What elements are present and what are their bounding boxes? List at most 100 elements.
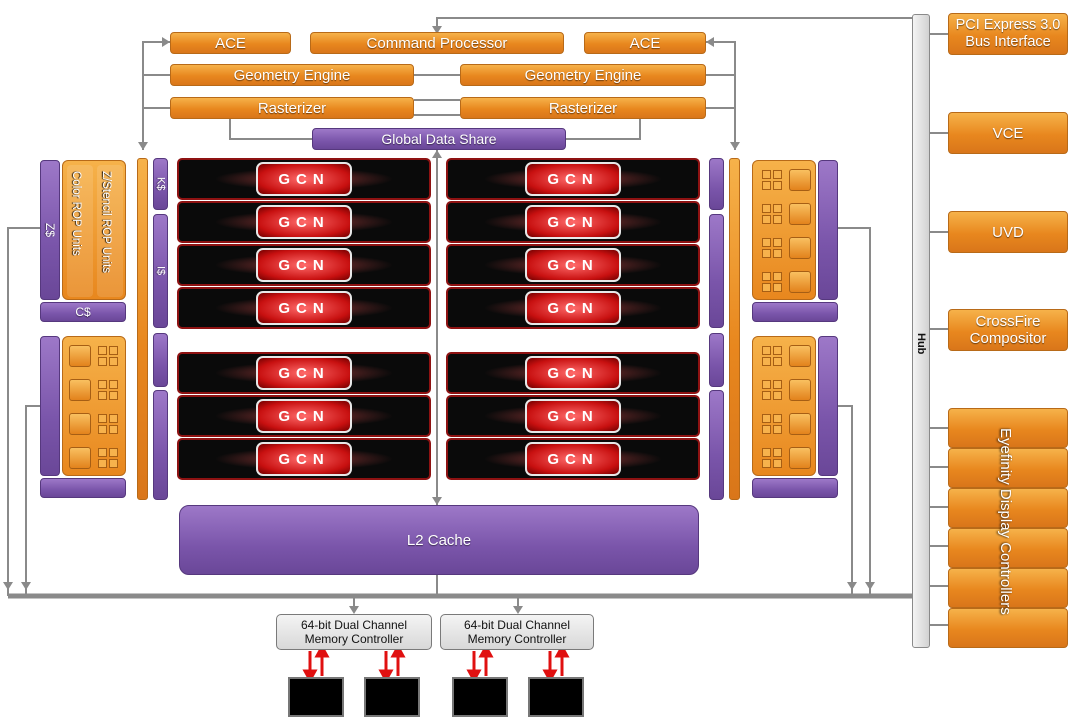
gcn-unit: GCN [446,287,700,329]
hub: Hub [912,14,930,648]
memory-controller-line1: 64-bit Dual Channel [463,618,571,632]
z-cache: Z$ [40,160,60,300]
gcn-unit: GCN [446,352,700,394]
gcn-label: GCN [256,442,352,476]
gcn-label: GCN [525,205,621,239]
geometry-engine-left: Geometry Engine [170,64,414,86]
z-cache-label: Z$ [43,222,57,237]
rasterizer-left: Rasterizer [170,97,414,119]
rasterizer-right: Rasterizer [460,97,706,119]
gcn-label: GCN [525,248,621,282]
display-controller [948,568,1068,608]
gcn-label: GCN [525,399,621,433]
gcn-unit: GCN [177,287,431,329]
right-z-cache [818,160,838,300]
gcn-unit: GCN [177,158,431,200]
eyefinity-label: Eyefinity Display Controllers [997,428,1014,615]
display-controller [948,528,1068,568]
hub-label: Hub [915,333,927,355]
right-i-cache-lower [709,390,724,500]
display-controller [948,408,1068,448]
left-orange-bar [137,158,148,500]
gcn-unit: GCN [177,201,431,243]
rop-grid-icon [761,271,783,293]
rop-grid-icon [97,379,119,401]
memory-controller-line2: Memory Controller [467,632,567,646]
rop-grid-icon [761,203,783,225]
gcn-label: GCN [256,399,352,433]
rop-unit-icon [69,447,91,469]
right-z-cache-lower [818,336,838,476]
rop-unit-icon [69,413,91,435]
gcn-unit: GCN [177,395,431,437]
right-orange-bar [729,158,740,500]
k-cache-lower [153,333,168,387]
ace-right: ACE [584,32,706,54]
right-k-cache-lower [709,333,724,387]
l2-cache: L2 Cache [179,505,699,575]
rop-grid-icon [761,237,783,259]
memory-controller-left: 64-bit Dual Channel Memory Controller [276,614,432,650]
rop-panel-upper-right [752,160,816,300]
rop-grid-icon [761,345,783,367]
gcn-label: GCN [256,205,352,239]
gcn-label: GCN [256,291,352,325]
gcn-label: GCN [256,162,352,196]
i-cache: I$ [153,214,168,328]
z-cache-lower [40,336,60,476]
k-cache: K$ [153,158,168,210]
gcn-unit: GCN [177,244,431,286]
gcn-label: GCN [525,162,621,196]
gcn-unit: GCN [446,201,700,243]
crossfire-line2: Compositor [969,330,1047,347]
z-stencil-rop-units: Z/Stencil ROP Units [97,165,123,297]
rop-unit-icon [789,203,811,225]
command-processor: Command Processor [310,32,564,54]
rop-unit-icon [69,379,91,401]
right-c-cache-lower [752,478,838,498]
rop-grid-icon [761,447,783,469]
gcn-label: GCN [256,356,352,390]
right-i-cache [709,214,724,328]
rop-panel-upper-left: Color ROP Units Z/Stencil ROP Units [62,160,126,300]
i-cache-lower [153,390,168,500]
dram-chip [288,677,344,717]
color-rop-units-label: Color ROP Units [70,171,82,256]
rop-unit-icon [789,413,811,435]
gcn-unit: GCN [446,395,700,437]
color-rop-units: Color ROP Units [67,165,93,297]
right-k-cache [709,158,724,210]
gcn-label: GCN [256,248,352,282]
memory-controller-line1: 64-bit Dual Channel [300,618,408,632]
rop-grid-icon [97,345,119,367]
crossfire-compositor: CrossFire Compositor [948,309,1068,351]
pcie-line2: Bus Interface [965,34,1051,50]
rop-unit-icon [789,447,811,469]
crossfire-line1: CrossFire [975,313,1041,330]
gcn-unit: GCN [446,158,700,200]
gcn-unit: GCN [177,352,431,394]
display-controller [948,488,1068,528]
rop-panel-lower-right [752,336,816,476]
ace-left: ACE [170,32,291,54]
rop-unit-icon [789,169,811,191]
z-stencil-rop-units-label: Z/Stencil ROP Units [100,171,112,274]
pcie-line1: PCI Express 3.0 [955,17,1061,33]
rop-unit-icon [69,345,91,367]
rop-unit-icon [789,345,811,367]
pcie-bus-interface: PCI Express 3.0 Bus Interface [948,13,1068,55]
memory-controller-line2: Memory Controller [304,632,404,646]
gcn-label: GCN [525,442,621,476]
rop-grid-icon [761,379,783,401]
memory-controller-right: 64-bit Dual Channel Memory Controller [440,614,594,650]
display-controller [948,608,1068,648]
gcn-unit: GCN [446,244,700,286]
rop-unit-icon [789,271,811,293]
display-controller [948,448,1068,488]
geometry-engine-right: Geometry Engine [460,64,706,86]
uvd: UVD [948,211,1068,253]
c-cache: C$ [40,302,126,322]
gcn-unit: GCN [446,438,700,480]
vce: VCE [948,112,1068,154]
dram-chip [364,677,420,717]
